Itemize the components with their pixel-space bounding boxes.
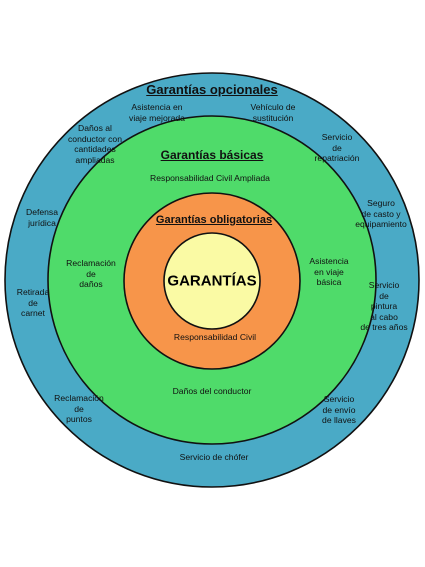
mandatory-title: Garantías obligatorias <box>155 214 273 226</box>
center-circle <box>163 232 261 330</box>
optional-title: Garantías opcionales <box>146 82 278 97</box>
basic-item: Daños del conductor <box>172 386 252 396</box>
basic-item: Responsabilidad Civil Ampliada <box>150 173 270 183</box>
basic-title: Garantías básicas <box>160 148 264 162</box>
optional-item: Servicio de chófer <box>179 452 249 462</box>
mandatory-item: Responsabilidad Civil <box>173 332 257 342</box>
center-label: GARANTÍAS <box>167 272 257 290</box>
